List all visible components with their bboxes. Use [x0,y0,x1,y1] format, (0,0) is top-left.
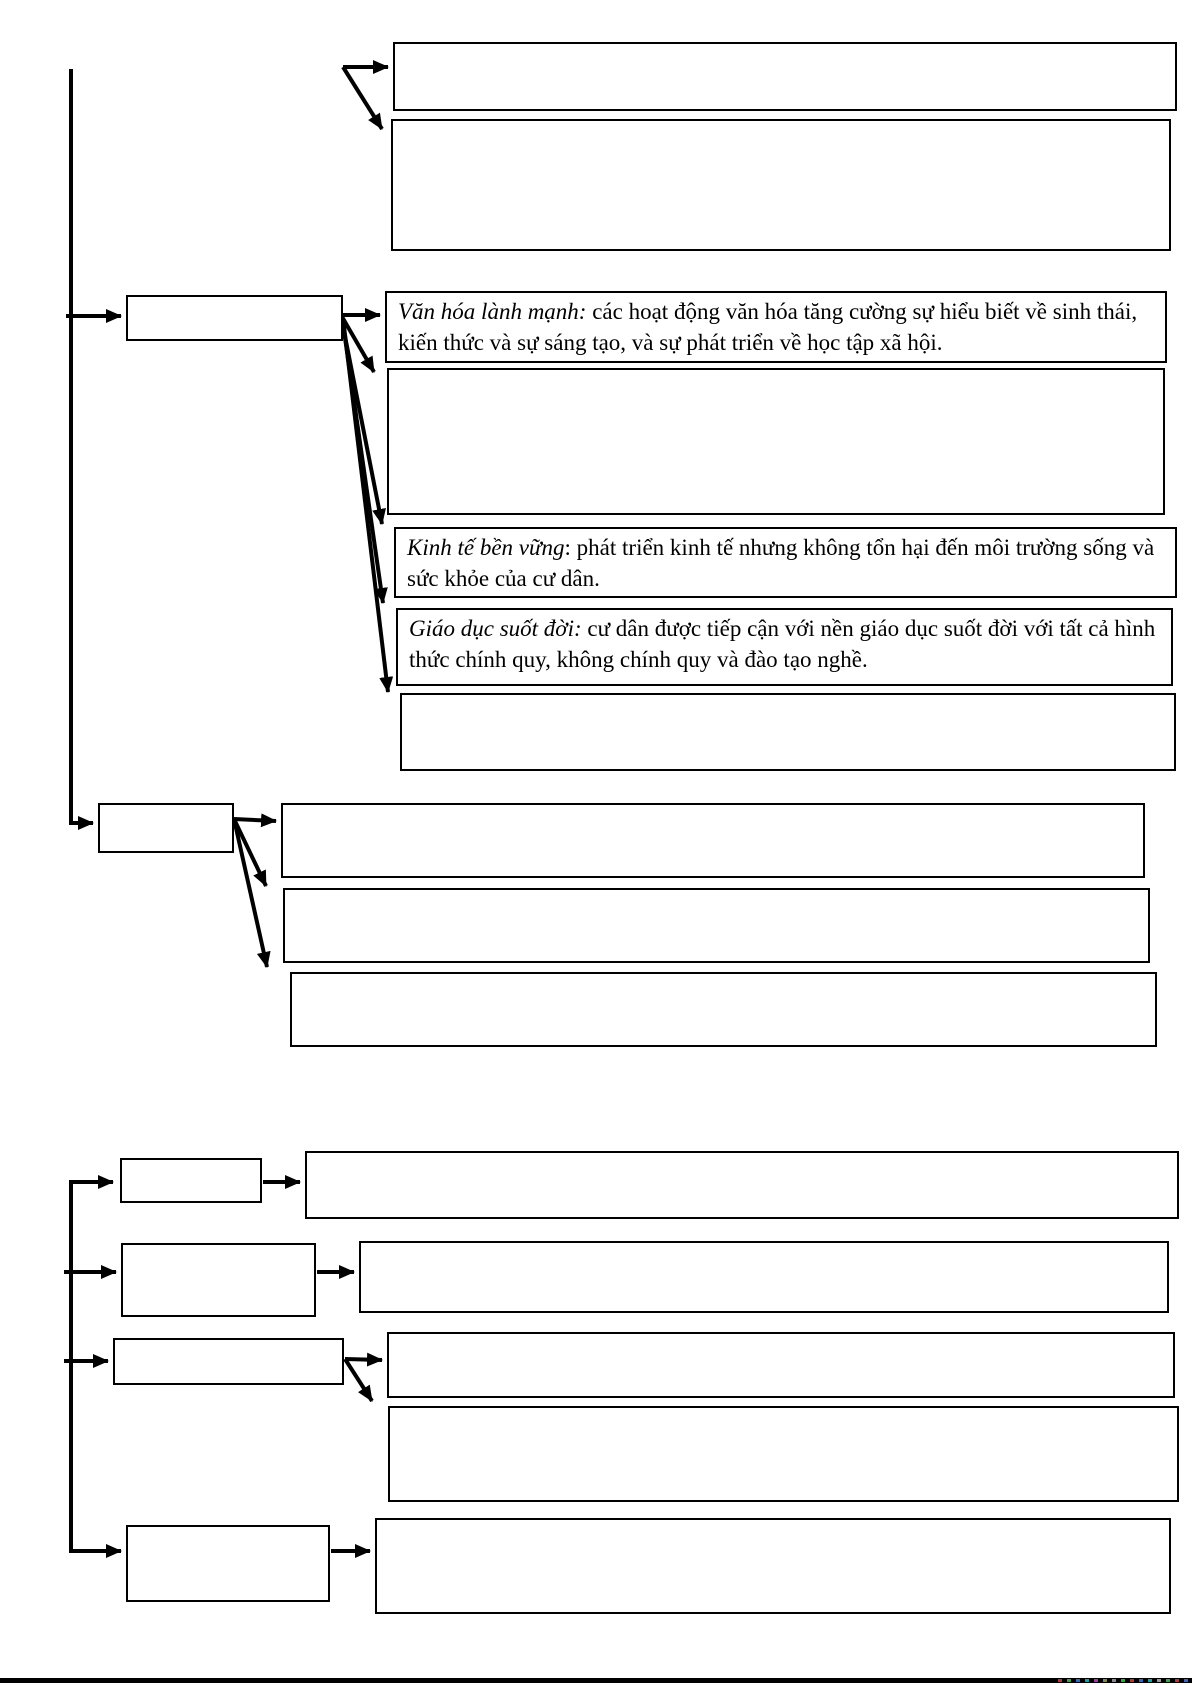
van-hoa-body: các hoạt động văn hóa tăng cường sự hiểu… [398,299,1138,355]
empty-box-group2-1 [281,803,1145,878]
empty-box-group2-3 [290,972,1157,1047]
footer-speck [1076,1679,1080,1682]
footer-speck [1112,1679,1116,1682]
category-box-2 [98,803,234,853]
footer-speck [1157,1679,1161,1682]
empty-box-top-1 [393,42,1177,111]
footer-speck [1130,1679,1134,1682]
kinh-te-lead: Kinh tế bền vững [407,535,565,560]
kinh-te-body: : phát triển kinh tế nhưng không tổn hại… [407,535,1155,591]
giao-duc-lead: Giáo dục suốt đời: [409,616,582,641]
footer-speck [1175,1679,1179,1682]
text-box-giao-duc: Giáo dục suốt đời: cư dân được tiếp cận … [396,608,1173,686]
text-box-kinh-te: Kinh tế bền vững: phát triển kinh tế như… [394,527,1177,598]
footer-speck [1094,1679,1098,1682]
empty-box-row6 [375,1518,1171,1614]
category-box-5 [113,1338,344,1385]
empty-box-top-2 [391,119,1171,251]
empty-box-culture-2 [387,368,1165,515]
empty-box-row4 [359,1241,1169,1313]
footer-speck [1184,1679,1188,1682]
empty-box-culture-3 [400,693,1176,771]
bottom-page-rule [0,1678,1192,1683]
category-box-1 [126,295,343,341]
giao-duc-body: cư dân được tiếp cận với nền giáo dục su… [409,616,1156,672]
footer-speck [1085,1679,1089,1682]
category-box-4 [121,1243,316,1317]
van-hoa-lead: Văn hóa lành mạnh: [398,299,587,324]
footer-speck [1139,1679,1143,1682]
empty-box-row5-2 [388,1406,1179,1502]
connector-group [64,60,394,1558]
footer-speck [1121,1679,1125,1682]
empty-box-row5-1 [387,1332,1175,1398]
text-box-van-hoa: Văn hóa lành mạnh: các hoạt động văn hóa… [385,291,1167,363]
empty-box-row3 [305,1151,1179,1219]
footer-speck [1148,1679,1152,1682]
category-box-6 [126,1525,330,1602]
footer-speck [1166,1679,1170,1682]
category-box-3 [120,1158,262,1203]
footer-speck [1058,1679,1062,1682]
footer-speck [1067,1679,1071,1682]
footer-speck [1103,1679,1107,1682]
empty-box-group2-2 [283,888,1150,963]
